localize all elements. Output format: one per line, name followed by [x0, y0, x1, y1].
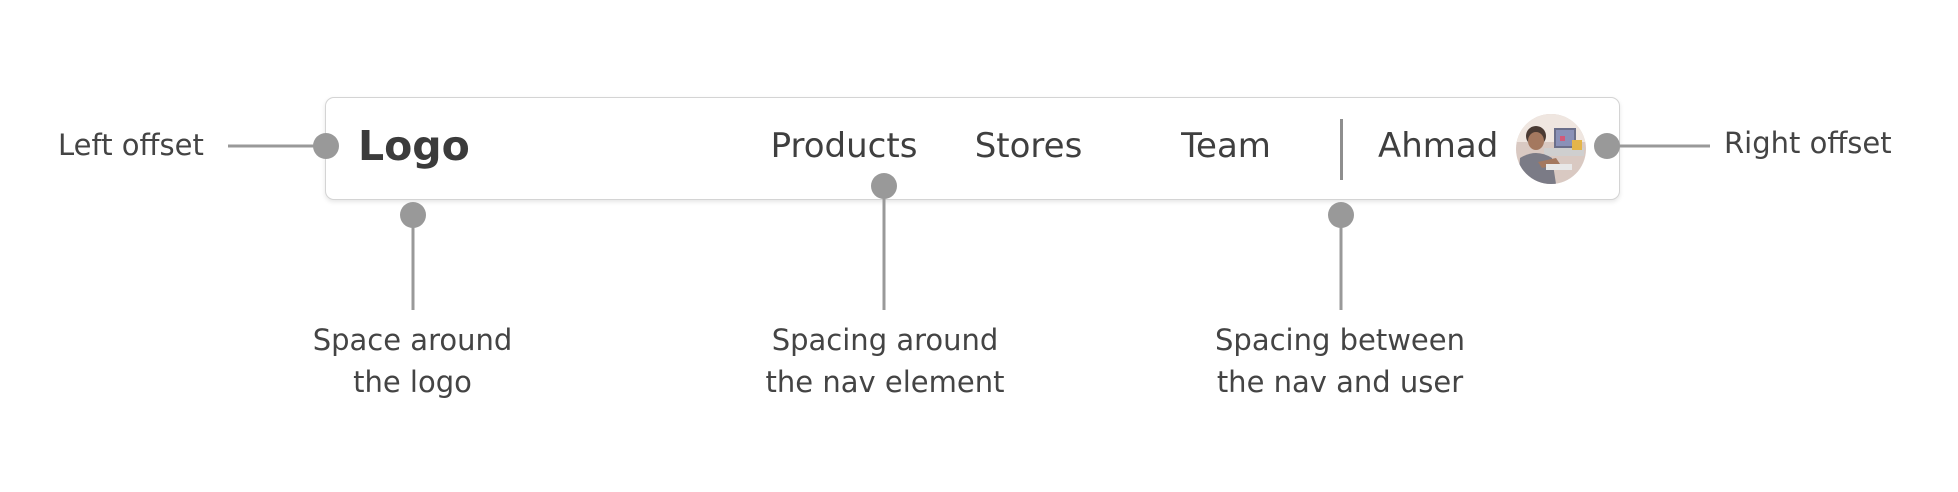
user-avatar-icon[interactable]: [1516, 114, 1586, 184]
nav-spacing-label-line2: the nav element: [765, 365, 1005, 399]
nav-item-products[interactable]: Products: [770, 126, 918, 166]
nav-user-spacing-label-line2: the nav and user: [1216, 365, 1464, 399]
nav-spacing-label: Spacing around the nav element: [755, 319, 1015, 403]
logo-spacing-label: Space around the logo: [290, 319, 535, 403]
left-offset-label: Left offset: [58, 128, 204, 162]
navbar: Logo Products Stores Team Ahmad: [325, 97, 1620, 200]
user-photo-icon: [1516, 114, 1586, 184]
logo[interactable]: Logo: [358, 122, 470, 170]
nav-spacing-label-line1: Spacing around: [771, 323, 999, 357]
nav-item-team[interactable]: Team: [1181, 126, 1271, 166]
nav-user-spacing-label: Spacing between the nav and user: [1200, 319, 1480, 403]
logo-spacing-label-line1: Space around: [312, 323, 513, 357]
user-name[interactable]: Ahmad: [1378, 126, 1499, 166]
nav-user-spacing-marker: [1328, 202, 1354, 228]
nav-user-spacing-label-line1: Spacing between: [1215, 323, 1465, 357]
right-offset-label: Right offset: [1724, 126, 1892, 160]
logo-spacing-marker: [400, 202, 426, 228]
nav-item-stores[interactable]: Stores: [974, 126, 1083, 166]
logo-spacing-label-line2: the logo: [353, 365, 472, 399]
nav-user-divider: [1340, 119, 1343, 180]
